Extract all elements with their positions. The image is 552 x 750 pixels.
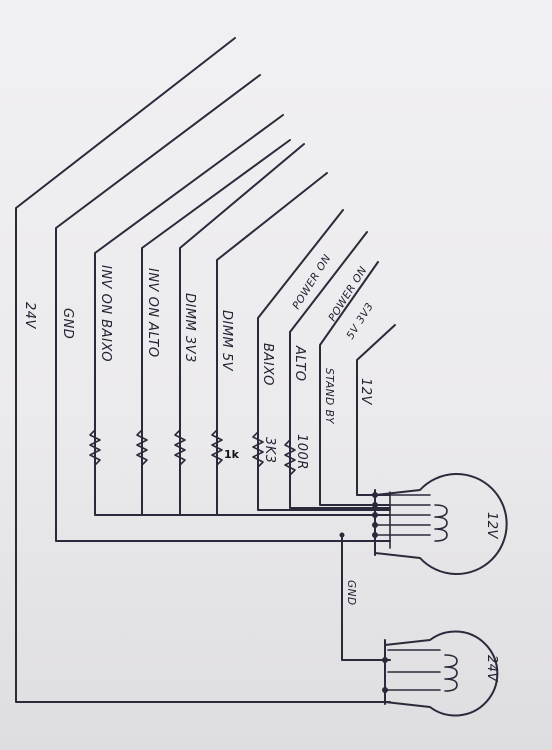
label-baixo: BAIXO	[260, 343, 275, 386]
label-24v: 24V	[22, 302, 37, 330]
connector-12v-coil	[434, 504, 448, 542]
label-dimm-5v: DIMM 5V	[219, 310, 234, 372]
label-12v: 12V	[358, 378, 373, 406]
connector-12v-label: 12V	[484, 512, 499, 540]
wire-alto	[289, 231, 391, 509]
label-standby: STAND BY	[323, 368, 335, 425]
wire-gnd-link	[341, 534, 391, 661]
label-1k: 1k	[224, 448, 240, 461]
wire-standby	[319, 261, 391, 506]
connector-12v-housing	[374, 473, 508, 575]
resistor-3k3	[252, 431, 264, 468]
resistor-inv-on-alto	[136, 429, 148, 466]
resistor-1k	[211, 429, 223, 466]
resistor-labels: 1k 3K3 100R	[224, 434, 309, 470]
wire-inv-on-baixo	[94, 114, 391, 516]
wire-baixo	[257, 209, 391, 511]
label-inv-on-baixo: INV ON BAIXO	[98, 265, 113, 362]
wire-24v	[15, 37, 391, 703]
wire-labels: 24V GND INV ON BAIXO INV ON ALTO DIMM 3V…	[22, 252, 376, 425]
resistor-100r	[284, 439, 296, 476]
label-inv-on-alto: INV ON ALTO	[145, 268, 160, 358]
resistors	[89, 429, 296, 476]
resistor-dimm-3v3	[174, 429, 186, 466]
label-gnd: GND	[60, 308, 75, 339]
wire-dimm-3v3	[179, 143, 305, 516]
connector-24v: 24V	[382, 630, 499, 717]
connector-24v-housing	[384, 630, 499, 717]
label-dimm-3v3: DIMM 3V3	[182, 293, 197, 363]
angled-leads	[15, 37, 396, 703]
connector-12v: 12V	[339, 473, 508, 575]
resistor-inv-on-baixo	[89, 429, 101, 466]
wire-gnd	[55, 74, 391, 542]
label-gnd-link: GND	[345, 580, 357, 606]
wire-inv-on-alto	[141, 139, 291, 516]
wire-12v	[356, 324, 396, 496]
connector-24v-coil	[444, 654, 458, 692]
label-100r: 100R	[294, 434, 309, 470]
label-3k3: 3K3	[262, 437, 277, 464]
label-alto: ALTO	[292, 345, 307, 381]
connector-24v-label: 24V	[484, 655, 499, 683]
label-5v-3v3: 5V 3V3	[344, 301, 376, 342]
